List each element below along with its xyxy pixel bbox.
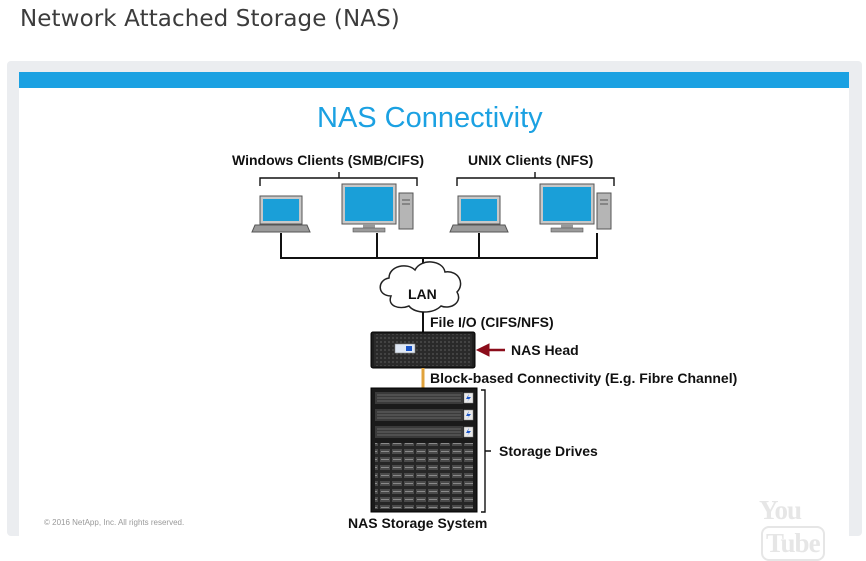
slide-top-bar <box>19 72 849 88</box>
storage-drives-label: Storage Drives <box>499 443 598 459</box>
nas-head-arrow <box>475 343 505 357</box>
desktop-icon <box>341 183 414 233</box>
nas-head-icon <box>370 331 476 369</box>
slide-title: NAS Connectivity <box>317 102 543 134</box>
copyright-text: © 2016 NetApp, Inc. All rights reserved. <box>44 518 185 527</box>
slide[interactable]: NAS Connectivity Windows Clients (SMB/CI… <box>19 72 849 561</box>
nas-diagram <box>251 172 615 513</box>
file-io-label: File I/O (CIFS/NFS) <box>430 314 554 330</box>
unix-clients-label: UNIX Clients (NFS) <box>468 152 594 168</box>
laptop-icon <box>251 195 311 233</box>
lan-label: LAN <box>408 286 437 302</box>
page-title: Network Attached Storage (NAS) <box>20 6 400 32</box>
windows-clients-label: Windows Clients (SMB/CIFS) <box>232 152 424 168</box>
unix-bracket <box>456 172 615 186</box>
storage-drives-bracket <box>481 389 491 513</box>
youtube-watermark[interactable]: YouTube <box>759 495 849 561</box>
youtube-you: You <box>759 495 802 525</box>
nas-head-label: NAS Head <box>511 342 579 358</box>
laptop-icon <box>449 195 509 233</box>
youtube-tube: Tube <box>761 526 825 561</box>
windows-bracket <box>259 172 418 186</box>
lan-cloud-icon <box>379 261 462 313</box>
nas-storage-system-label: NAS Storage System <box>348 515 488 531</box>
desktop-icon <box>539 183 612 233</box>
block-connectivity-label: Block-based Connectivity (E.g. Fibre Cha… <box>430 370 738 386</box>
storage-drives-icon <box>370 387 478 513</box>
